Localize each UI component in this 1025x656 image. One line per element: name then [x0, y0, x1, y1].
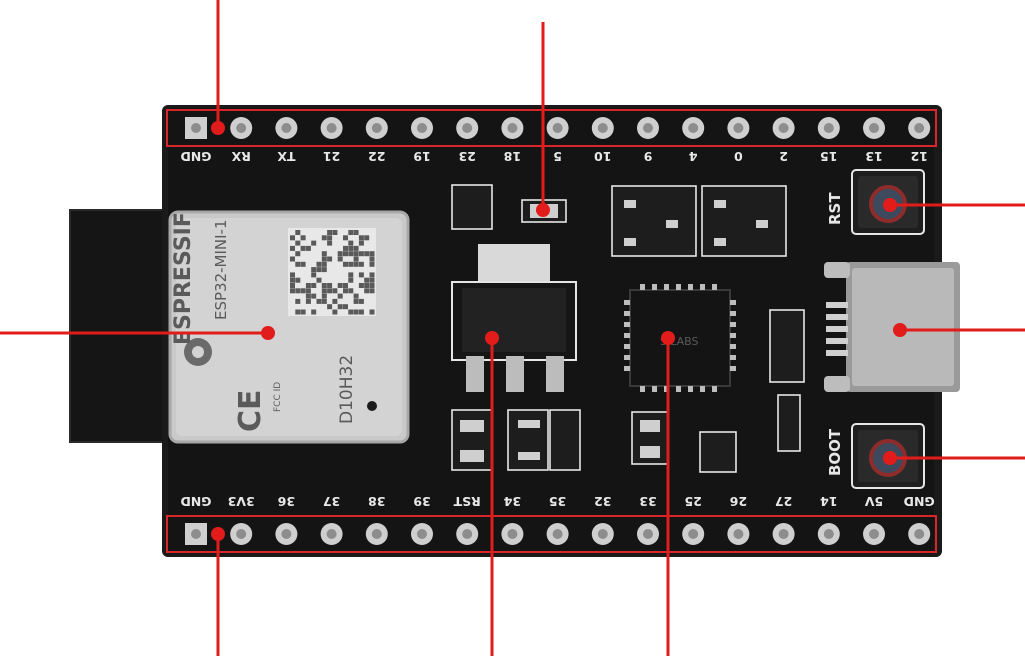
bottom-header-pin — [185, 523, 207, 545]
module-brand: ESPRESSIF — [171, 212, 196, 345]
top-header-pin-label: 4 — [689, 149, 698, 164]
top-header-pin-label: 5 — [553, 149, 562, 164]
callout-dot — [211, 527, 225, 541]
boot-label: BOOT — [826, 428, 844, 476]
bottom-header-pin — [637, 523, 659, 545]
callout-dot — [661, 331, 675, 345]
callout-dot — [893, 323, 907, 337]
bottom-header-pin-label: 38 — [368, 494, 385, 509]
top-header-pin — [727, 117, 750, 139]
callout-dot — [211, 121, 225, 135]
top-header-pin — [275, 117, 298, 139]
top-header-pin-label: 23 — [458, 149, 475, 164]
top-header-pin-label: 12 — [910, 149, 927, 164]
bottom-header-pin-label: 3V3 — [228, 494, 255, 509]
usb-uart-chip: SILABS — [624, 284, 736, 392]
top-header-pin — [591, 117, 614, 139]
top-header-pin — [230, 117, 253, 139]
bottom-header-pin — [501, 523, 524, 545]
bottom-header-pin — [456, 523, 479, 545]
top-header-pin — [682, 117, 705, 139]
bottom-header-pin-label: 34 — [503, 494, 521, 509]
top-header-pin — [456, 117, 479, 139]
bottom-header-pin — [230, 523, 253, 545]
bottom-header-pin-label: 32 — [594, 494, 611, 509]
top-header-pin-label: 19 — [413, 149, 430, 164]
bottom-header-pin-label: 36 — [277, 494, 295, 509]
qr-code — [288, 228, 376, 316]
top-header-pin — [501, 117, 524, 139]
bottom-header-pin — [817, 523, 840, 545]
top-header-pin — [863, 117, 885, 139]
bottom-header-pin — [863, 523, 885, 545]
bottom-header-pin — [275, 523, 298, 545]
bottom-header-pin-label: 25 — [684, 494, 701, 509]
bottom-header-pin-label: RST — [453, 494, 481, 509]
callout-dot — [261, 326, 275, 340]
top-header-pin — [637, 117, 659, 139]
top-header-pin-label: 2 — [779, 149, 788, 164]
bottom-header-pin — [411, 523, 433, 545]
top-pin-labels: GND RX TX 21 22 19 23 18 5 10 9 4 0 2 15 13 12 — [180, 149, 927, 164]
bottom-header-pin-label: 35 — [549, 494, 566, 509]
module-fcc: FCC ID — [273, 382, 283, 412]
top-header-pin-label: 0 — [734, 149, 743, 164]
bottom-header-pin-label: 33 — [639, 494, 656, 509]
top-header-pin-label: 9 — [644, 149, 653, 164]
top-header-pin-label: RX — [231, 149, 251, 164]
bottom-header-pin — [908, 523, 931, 545]
bottom-header-outline — [166, 515, 937, 553]
top-header-pins — [185, 117, 931, 139]
bottom-pin-labels: GND 3V3 36 37 38 39 RST 34 35 32 33 25 26 27 14 5V GND — [180, 494, 934, 509]
bottom-header-pin — [727, 523, 750, 545]
module-model: ESP32-MINI-1 — [212, 219, 230, 320]
top-header-pin — [411, 117, 433, 139]
top-header-pin — [772, 117, 795, 139]
voltage-regulator — [451, 244, 577, 392]
bottom-header-pin-label: GND — [904, 494, 935, 509]
top-header-pin-label: 18 — [504, 149, 521, 164]
callout-dot — [883, 198, 897, 212]
top-header-pin-label: 22 — [368, 149, 385, 164]
ce-mark: CE — [233, 389, 268, 432]
bottom-header-pin-label: 37 — [323, 494, 340, 509]
top-header-pin-label: 21 — [323, 149, 340, 164]
callout-dot — [485, 331, 499, 345]
bottom-header-pins — [185, 523, 931, 545]
bottom-header-pin — [772, 523, 795, 545]
bottom-header-pin — [591, 523, 614, 545]
module-code: D10H32 — [337, 355, 357, 424]
bottom-header-pin-label: 39 — [413, 494, 430, 509]
top-header-pin-label: GND — [180, 149, 211, 164]
top-header-pin-label: 10 — [594, 149, 612, 164]
bottom-header-pin-label: GND — [180, 494, 211, 509]
top-header-outline — [166, 109, 937, 147]
top-header-pin — [908, 117, 931, 139]
bottom-header-pin-label: 26 — [729, 494, 747, 509]
module-antenna — [69, 209, 171, 443]
callout-dot — [883, 451, 897, 465]
top-header-pin — [320, 117, 343, 139]
bottom-header-pin — [682, 523, 705, 545]
top-header-pin-label: TX — [277, 149, 296, 164]
bottom-header-pin-label: 14 — [820, 494, 838, 509]
top-header-pin — [817, 117, 840, 139]
rst-label: RST — [826, 192, 844, 225]
callout-dot — [536, 203, 550, 217]
bottom-header-pin — [320, 523, 343, 545]
top-header-pin-label: 13 — [865, 149, 882, 164]
bottom-header-pin-label: 5V — [864, 494, 883, 509]
top-header-pin — [365, 117, 388, 139]
espressif-logo — [184, 338, 212, 366]
top-header-pin — [185, 117, 207, 139]
bottom-header-pin-label: 27 — [775, 494, 792, 509]
top-header-pin-label: 15 — [820, 149, 837, 164]
bottom-header-pin — [365, 523, 388, 545]
top-header-pin — [546, 117, 569, 139]
bottom-header-pin — [546, 523, 569, 545]
